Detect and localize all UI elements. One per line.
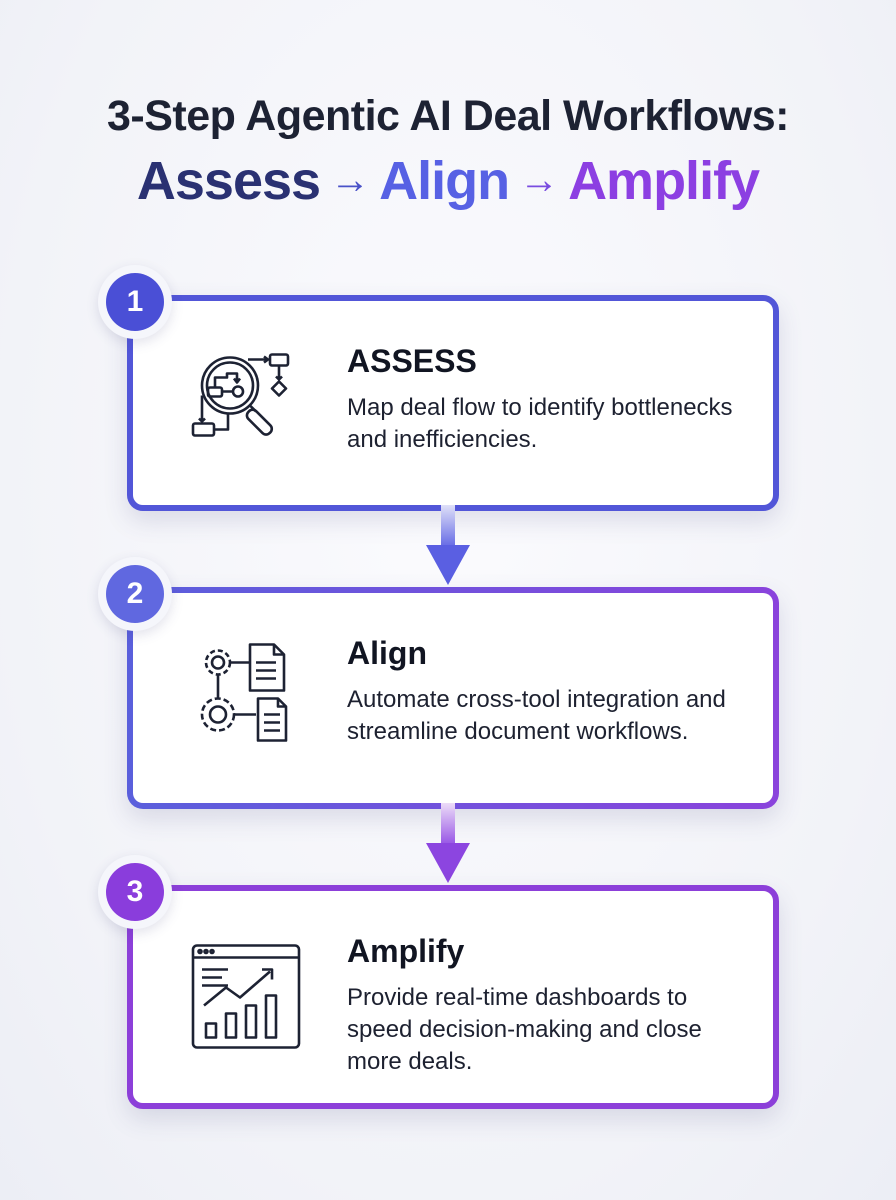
dashboard-chart-icon — [191, 944, 301, 1049]
step-card-align: Align Automate cross-tool integration an… — [127, 587, 779, 809]
step-heading: Align — [347, 635, 427, 671]
step-heading: Amplify — [347, 933, 465, 969]
subtitle-assess: Assess — [136, 151, 321, 211]
step-number-badge: 2 — [98, 557, 172, 631]
step-number-badge: 3 — [98, 855, 172, 929]
step-card-amplify: Amplify Provide real-time dashboards to … — [127, 885, 779, 1109]
step-description: Provide real-time dashboards to speed de… — [347, 984, 702, 1075]
step-number: 1 — [106, 273, 164, 331]
title-line-1: 3-Step Agentic AI Deal Workflows: — [107, 92, 789, 140]
magnifier-flowchart-icon — [191, 353, 290, 437]
subtitle-amplify: Amplify — [568, 151, 760, 211]
step-number: 2 — [106, 565, 164, 623]
step-description: Map deal flow to identify bottlenecks an… — [347, 394, 733, 453]
down-arrow-icon — [426, 803, 470, 883]
step-number: 3 — [106, 863, 164, 921]
subtitle-align: Align — [379, 151, 510, 211]
down-arrow-icon — [426, 505, 470, 585]
gears-documents-icon — [200, 643, 288, 742]
subtitle: Assess→Align→Amplify — [0, 150, 896, 212]
step-heading: ASSESS — [347, 343, 477, 379]
step-description: Automate cross-tool integration and stre… — [347, 686, 726, 745]
arrow-right-icon: → — [519, 158, 559, 202]
arrow-right-icon: → — [330, 158, 370, 202]
step-number-badge: 1 — [98, 265, 172, 339]
step-card-assess: ASSESS Map deal flow to identify bottlen… — [127, 295, 779, 511]
